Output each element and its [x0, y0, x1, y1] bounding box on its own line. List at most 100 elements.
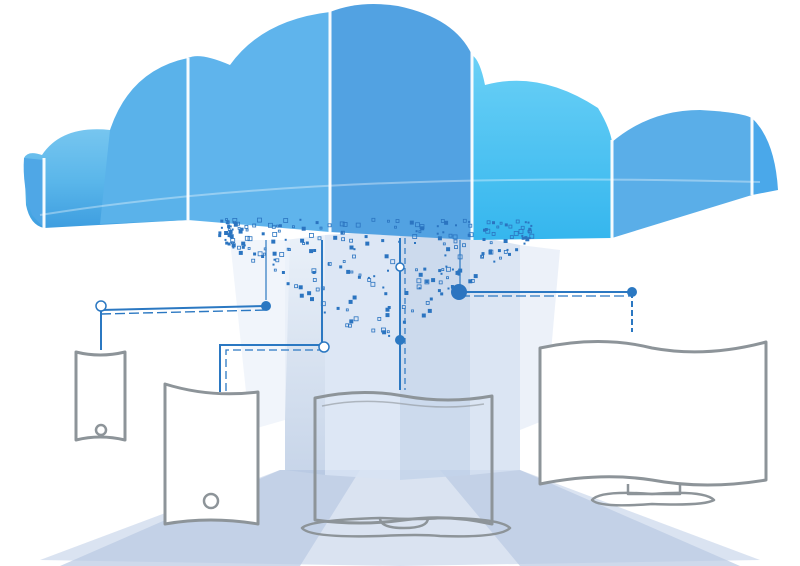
data-pixel: [421, 313, 426, 318]
data-pixel: [508, 252, 511, 256]
data-pixel: [238, 229, 243, 234]
data-pixel: [468, 232, 474, 238]
cloud: [23, 4, 778, 240]
data-pixel: [275, 258, 280, 263]
data-pixel: [453, 239, 458, 244]
data-pixel: [385, 307, 390, 312]
data-pixel: [298, 285, 303, 290]
data-pixel: [436, 232, 439, 235]
data-pixel: [352, 254, 356, 259]
data-pixel: [484, 228, 488, 231]
data-pixel: [528, 227, 532, 231]
data-pixel: [227, 242, 231, 246]
data-pixel: [299, 293, 304, 298]
data-pixel: [272, 251, 277, 256]
data-pixel: [468, 279, 473, 284]
data-pixel: [394, 225, 397, 229]
data-pixel: [350, 270, 354, 274]
data-pixel: [401, 305, 406, 310]
data-pixel: [301, 226, 306, 231]
data-pixel: [415, 268, 418, 272]
data-pixel: [340, 231, 344, 235]
data-pixel: [342, 260, 346, 263]
data-pixel: [231, 228, 234, 231]
data-pixel: [503, 249, 508, 254]
data-pixel: [311, 268, 317, 274]
data-pixel: [227, 225, 231, 229]
data-pixel: [218, 234, 222, 238]
data-pixel: [220, 226, 223, 229]
data-pixel: [299, 218, 302, 221]
data-pixel: [364, 235, 368, 239]
connector-monitor: [459, 240, 633, 332]
data-pixel: [229, 234, 234, 239]
data-pixel: [224, 238, 227, 241]
data-pixel: [427, 308, 432, 313]
data-pixel: [515, 219, 520, 224]
laptop-icon: [300, 390, 512, 538]
data-pixel: [220, 219, 224, 223]
data-pixel: [445, 266, 451, 272]
data-pixel: [411, 309, 414, 313]
data-pixel: [382, 286, 385, 289]
data-pixel: [444, 254, 447, 257]
data-pixel: [442, 231, 445, 234]
data-pixel: [414, 242, 416, 244]
data-pixel: [489, 241, 493, 245]
data-pixel: [224, 231, 229, 235]
data-pixel: [349, 319, 354, 324]
data-pixel: [503, 239, 508, 243]
data-pixel: [385, 313, 390, 318]
desktop-monitor-icon: [538, 340, 768, 507]
data-pixel: [305, 241, 309, 245]
data-pixel: [506, 248, 509, 251]
data-pixel: [339, 221, 345, 227]
data-pixel: [444, 220, 449, 225]
data-pixel: [441, 268, 445, 272]
data-pixel: [436, 225, 439, 228]
data-pixel: [468, 223, 473, 228]
data-pixel: [257, 251, 263, 257]
data-pixel: [286, 282, 290, 286]
data-pixel: [353, 316, 359, 322]
data-pixel: [281, 271, 285, 274]
data-pixel: [425, 280, 429, 284]
data-pixel: [261, 232, 265, 236]
data-pixel: [230, 237, 233, 240]
data-pixel: [386, 330, 390, 334]
data-pixel: [462, 218, 467, 223]
data-pixel: [452, 234, 458, 240]
data-pixel: [252, 223, 257, 228]
data-pixel: [333, 235, 338, 240]
data-pixel: [300, 238, 305, 243]
data-pixel: [371, 217, 376, 222]
data-pixel: [499, 256, 502, 260]
data-pixel: [489, 251, 492, 255]
data-pixel: [232, 246, 235, 249]
data-pixel: [481, 252, 485, 256]
data-pixel: [418, 272, 423, 277]
data-pixel: [271, 239, 276, 244]
data-pixel: [429, 297, 433, 301]
data-pixel: [294, 284, 299, 289]
data-pixel: [416, 284, 422, 290]
data-pixel: [455, 224, 457, 227]
data-pixel: [489, 249, 492, 253]
data-pixel: [386, 219, 390, 223]
data-pixel: [317, 236, 322, 241]
data-pixel: [448, 233, 453, 238]
data-pixel: [345, 323, 350, 328]
node-filled: [627, 287, 637, 297]
data-pixel: [424, 279, 430, 285]
data-pixel: [370, 281, 376, 287]
data-pixel: [437, 289, 441, 293]
data-pixel: [387, 306, 391, 309]
data-pixel: [527, 229, 531, 233]
data-pixel: [446, 247, 451, 252]
data-pixel: [291, 225, 295, 229]
data-pixel: [518, 228, 524, 234]
data-pixel: [240, 227, 244, 231]
data-pixel: [497, 249, 501, 253]
data-pixel: [528, 237, 531, 240]
data-pixel: [404, 291, 409, 295]
